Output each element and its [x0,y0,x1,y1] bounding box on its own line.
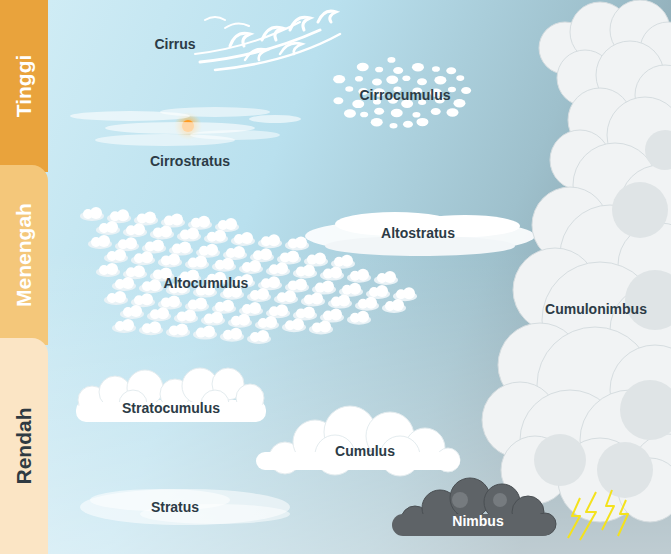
cloud-name: Altocumulus [164,275,249,291]
lightning-bolt [568,490,628,540]
cumulonimbus-cloud [482,0,671,522]
altocumulus-cloud [80,207,417,344]
altitude-label: Menengah [12,203,36,307]
altitude-band: Rendah [0,338,48,554]
stratus-cloud [80,489,290,525]
altitude-label: Rendah [12,407,36,484]
cirrus-cloud [195,11,340,70]
cloud-name: Cirrus [154,36,195,52]
cloud-name: Stratus [151,499,199,515]
cloud-name: Cirrostratus [150,153,230,169]
cloud-name: Cumulonimbus [545,301,647,317]
cloud-name: Cirrocumulus [359,87,450,103]
cumulus-cloud [256,406,460,476]
nimbus-cloud [392,478,556,536]
sky-haze [0,250,671,554]
cirrocumulus-cloud [333,57,471,128]
altostratus-cloud [305,212,535,256]
cirrostratus-cloud [70,107,301,146]
stratocumulus-cloud [76,368,266,422]
altitude-band: Tinggi [0,0,48,172]
cloud-name: Cumulus [335,443,395,459]
altitude-label: Tinggi [12,55,36,118]
cloud-name: Altostratus [381,225,455,241]
cloud-name: Nimbus [452,513,503,529]
altitude-band: Menengah [0,165,48,345]
cloud-name: Stratocumulus [122,400,220,416]
